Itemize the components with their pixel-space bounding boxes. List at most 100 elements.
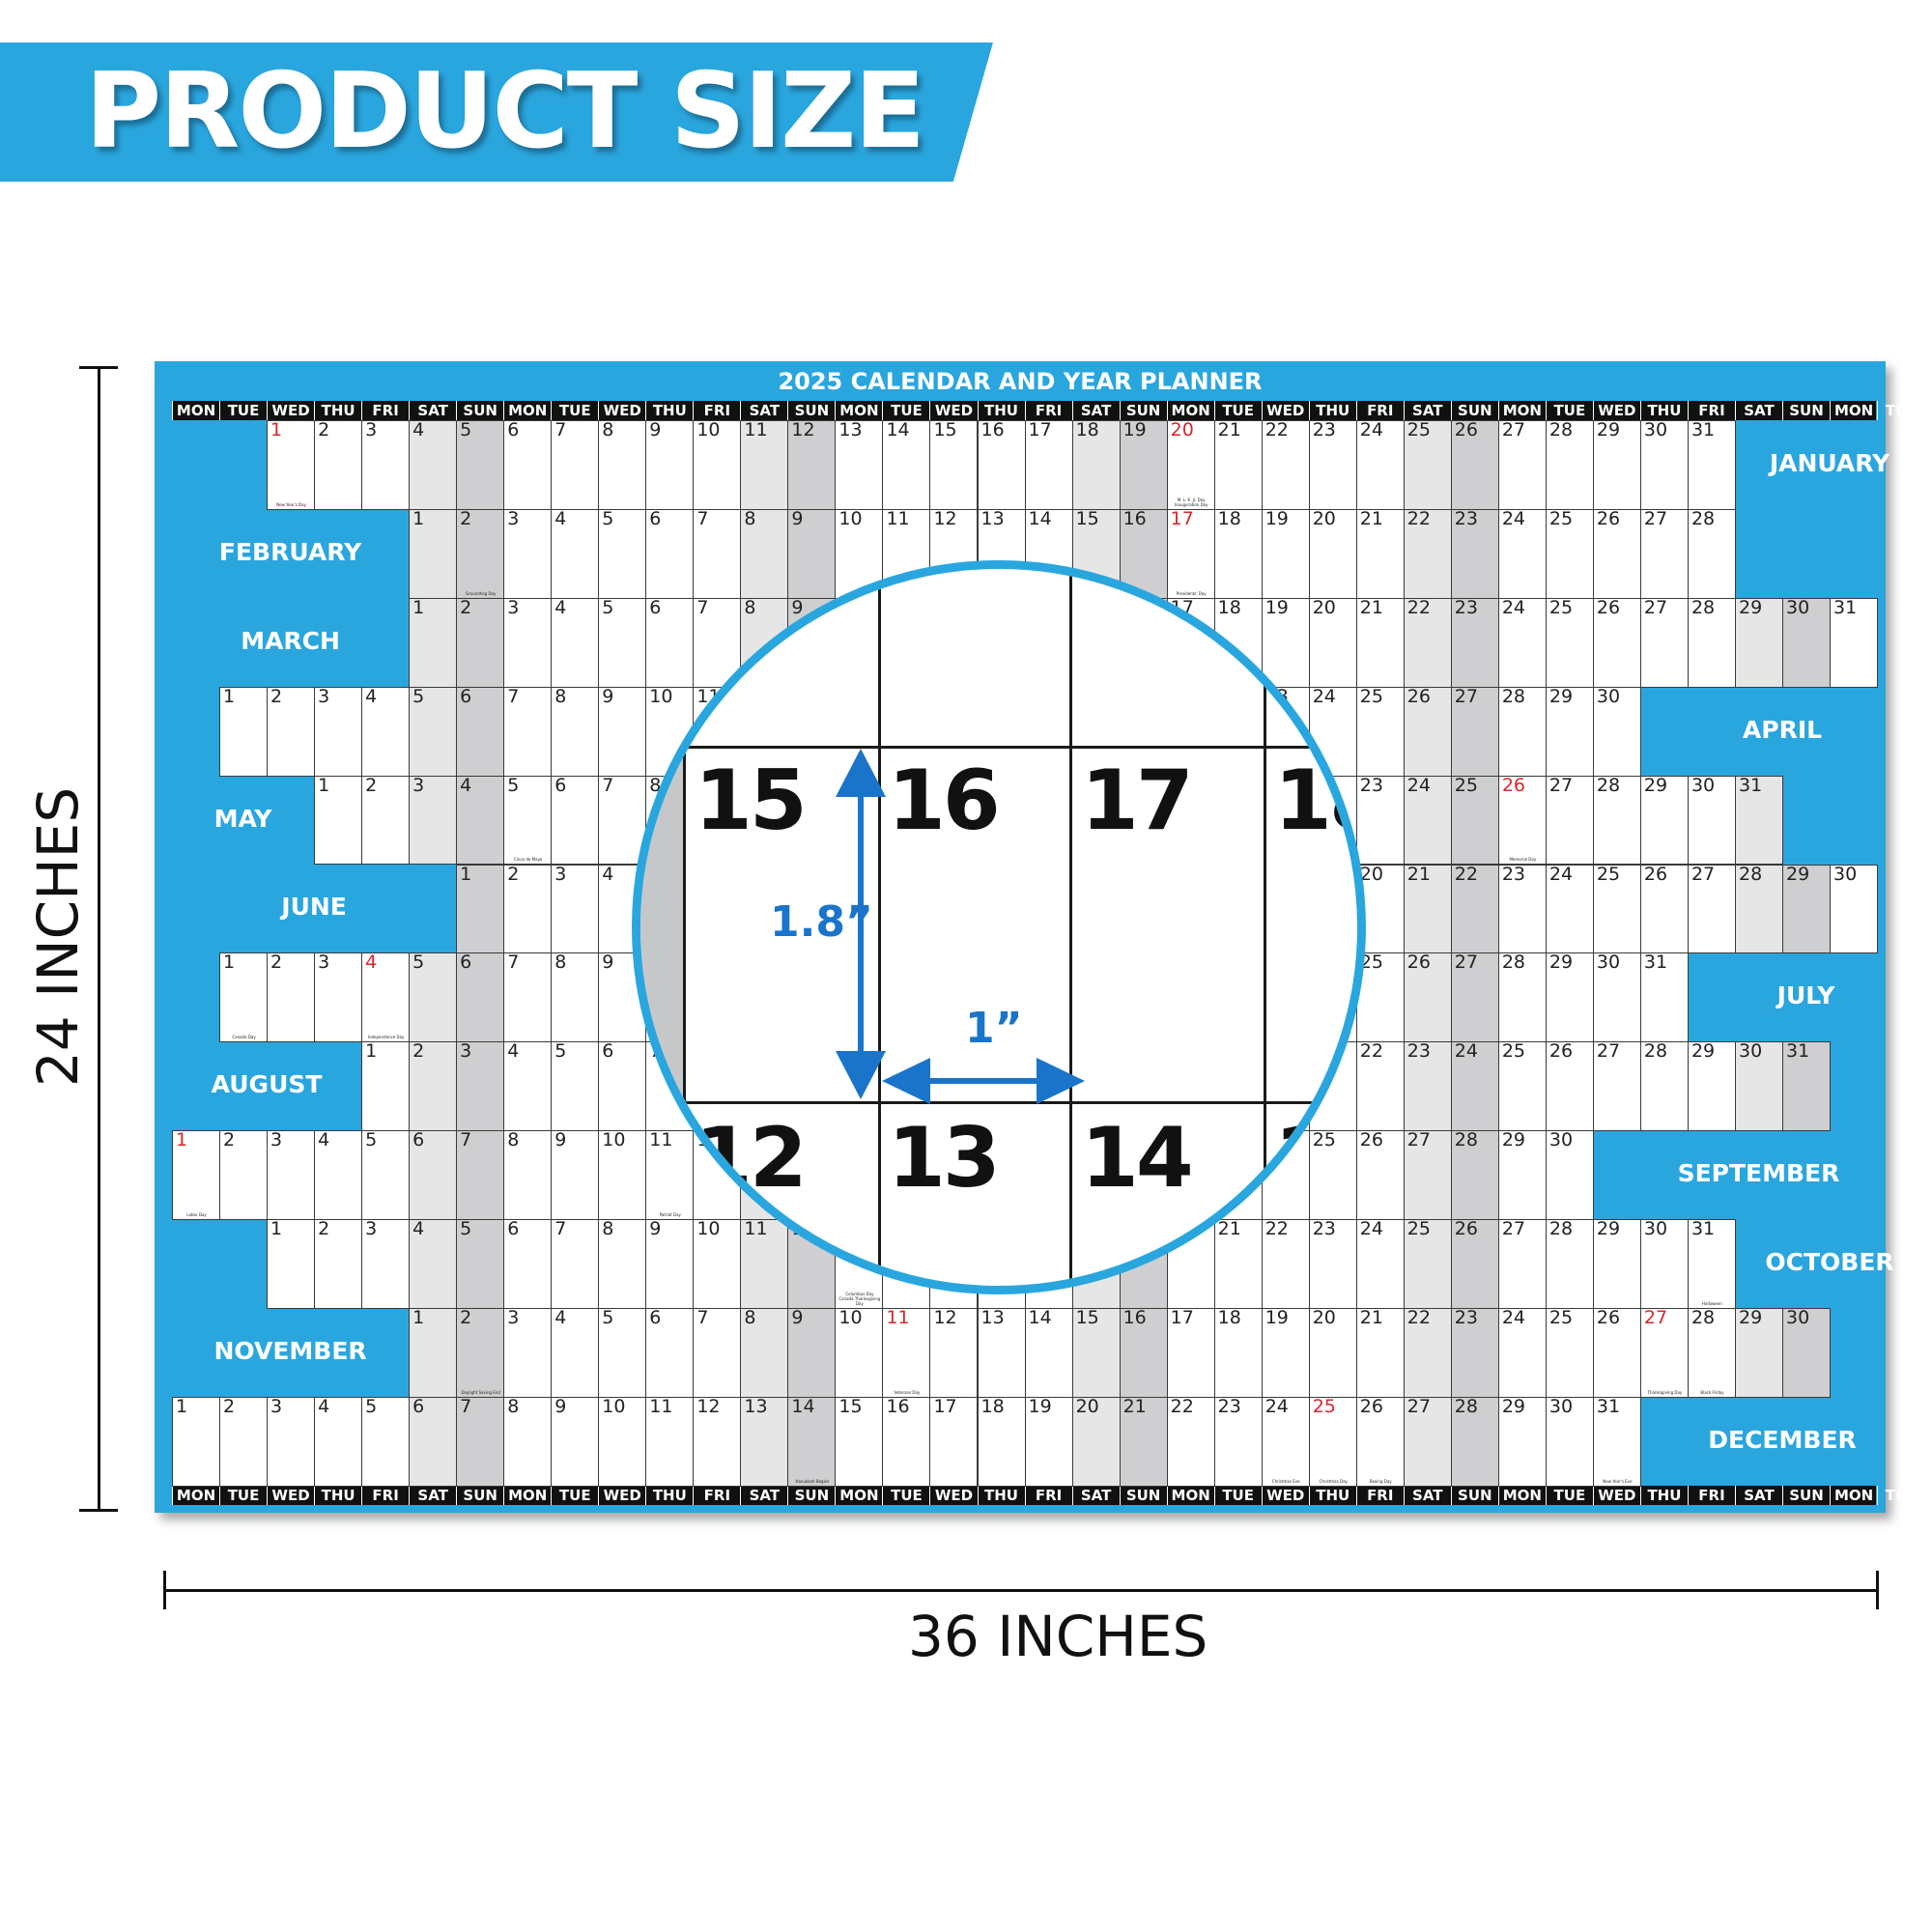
- day-cell[interactable]: 3: [314, 952, 363, 1043]
- day-cell[interactable]: 6: [456, 952, 505, 1043]
- day-cell[interactable]: 18: [1071, 419, 1121, 510]
- day-cell[interactable]: 9: [787, 508, 837, 599]
- day-cell[interactable]: 25: [1545, 597, 1594, 688]
- day-cell[interactable]: 26: [1355, 1129, 1405, 1221]
- day-cell[interactable]: 6: [503, 1218, 553, 1309]
- day-cell[interactable]: 26: [1403, 952, 1452, 1043]
- day-cell[interactable]: 28: [1639, 1040, 1689, 1132]
- day-cell[interactable]: 8: [551, 686, 600, 777]
- day-cell[interactable]: 16: [977, 419, 1026, 510]
- day-cell[interactable]: 26: [1450, 1218, 1499, 1309]
- day-cell[interactable]: 15: [1071, 1307, 1121, 1398]
- day-cell[interactable]: 3: [551, 864, 600, 954]
- day-cell[interactable]: 11: [740, 419, 789, 510]
- day-cell[interactable]: 4: [551, 597, 600, 688]
- day-cell[interactable]: 2: [219, 1396, 269, 1487]
- day-cell[interactable]: 29: [1782, 864, 1832, 954]
- day-cell[interactable]: 30: [1734, 1040, 1783, 1132]
- day-cell[interactable]: 21: [1213, 419, 1263, 510]
- day-cell[interactable]: 3: [267, 1129, 316, 1221]
- day-cell[interactable]: 8: [740, 508, 789, 599]
- day-cell[interactable]: 24: [1497, 1307, 1547, 1398]
- day-cell[interactable]: 4: [551, 508, 600, 599]
- day-cell[interactable]: 20: [1308, 508, 1357, 599]
- day-cell[interactable]: 3: [503, 1307, 553, 1398]
- day-cell[interactable]: 5: [456, 1218, 505, 1309]
- day-cell[interactable]: 26: [1639, 864, 1689, 954]
- day-cell[interactable]: 7: [551, 1218, 600, 1309]
- day-cell[interactable]: 30: [1687, 775, 1736, 866]
- day-cell[interactable]: 27: [1545, 775, 1594, 866]
- day-cell[interactable]: 23: [1497, 864, 1547, 954]
- day-cell[interactable]: 5: [598, 1307, 647, 1398]
- day-cell[interactable]: 7: [456, 1396, 505, 1487]
- day-cell[interactable]: 27: [1403, 1396, 1452, 1487]
- day-cell[interactable]: 2: [267, 952, 316, 1043]
- day-cell[interactable]: 1: [267, 1218, 316, 1309]
- day-cell[interactable]: 3: [314, 686, 363, 777]
- day-cell[interactable]: 23: [1450, 597, 1499, 688]
- day-cell[interactable]: 30: [1782, 597, 1832, 688]
- day-cell[interactable]: 4: [409, 1218, 458, 1309]
- day-cell[interactable]: 2: [456, 597, 505, 688]
- day-cell[interactable]: 8: [503, 1129, 553, 1221]
- day-cell[interactable]: 27: [1497, 1218, 1547, 1309]
- day-cell[interactable]: 25: [1403, 419, 1452, 510]
- day-cell[interactable]: 25: [1545, 508, 1594, 599]
- day-cell[interactable]: 28: [1450, 1129, 1499, 1221]
- day-cell[interactable]: 1: [172, 1396, 221, 1487]
- day-cell[interactable]: 25: [1592, 864, 1641, 954]
- day-cell[interactable]: 2: [314, 1218, 363, 1309]
- day-cell[interactable]: 28: [1497, 686, 1547, 777]
- day-cell[interactable]: 26: [1592, 1307, 1641, 1398]
- day-cell[interactable]: 3: [361, 1218, 411, 1309]
- day-cell[interactable]: 18: [1213, 508, 1263, 599]
- day-cell[interactable]: 13: [740, 1396, 789, 1487]
- day-cell[interactable]: 27: [1592, 1040, 1641, 1132]
- day-cell[interactable]: 1: [409, 597, 458, 688]
- day-cell[interactable]: 12: [929, 1307, 979, 1398]
- day-cell[interactable]: 4: [314, 1396, 363, 1487]
- day-cell[interactable]: 21: [1355, 597, 1405, 688]
- day-cell[interactable]: 10: [598, 1129, 647, 1221]
- day-cell[interactable]: 4: [361, 686, 411, 777]
- day-cell[interactable]: 23: [1403, 1040, 1452, 1132]
- day-cell[interactable]: 11: [645, 1396, 695, 1487]
- day-cell[interactable]: 24: [1403, 775, 1452, 866]
- day-cell[interactable]: 4: [409, 419, 458, 510]
- day-cell[interactable]: 23: [1450, 508, 1499, 599]
- day-cell[interactable]: 28: [1450, 1396, 1499, 1487]
- day-cell[interactable]: 19: [1261, 1307, 1310, 1398]
- day-cell[interactable]: 3: [409, 775, 458, 866]
- day-cell[interactable]: 6: [645, 1307, 695, 1398]
- day-cell[interactable]: 8: [740, 1307, 789, 1398]
- day-cell[interactable]: 4: [314, 1129, 363, 1221]
- day-cell[interactable]: 5: [598, 597, 647, 688]
- day-cell[interactable]: 21: [1213, 1218, 1263, 1309]
- day-cell[interactable]: 31: [1830, 597, 1879, 688]
- day-cell[interactable]: 14: [1024, 1307, 1073, 1398]
- day-cell[interactable]: 27: [1450, 952, 1499, 1043]
- day-cell[interactable]: 19: [1261, 597, 1310, 688]
- day-cell[interactable]: 17: [929, 1396, 979, 1487]
- day-cell[interactable]: 27: [1450, 686, 1499, 777]
- day-cell[interactable]: 18: [1213, 1307, 1263, 1398]
- day-cell[interactable]: 2: [503, 864, 553, 954]
- day-cell[interactable]: 18: [977, 1396, 1026, 1487]
- day-cell[interactable]: 21: [1119, 1396, 1168, 1487]
- day-cell[interactable]: 16: [1119, 1307, 1168, 1398]
- day-cell[interactable]: 30: [1639, 419, 1689, 510]
- day-cell[interactable]: 26: [1403, 686, 1452, 777]
- day-cell[interactable]: 27: [1639, 597, 1689, 688]
- day-cell[interactable]: 8: [503, 1396, 553, 1487]
- day-cell[interactable]: 9: [598, 686, 647, 777]
- day-cell[interactable]: 7: [456, 1129, 505, 1221]
